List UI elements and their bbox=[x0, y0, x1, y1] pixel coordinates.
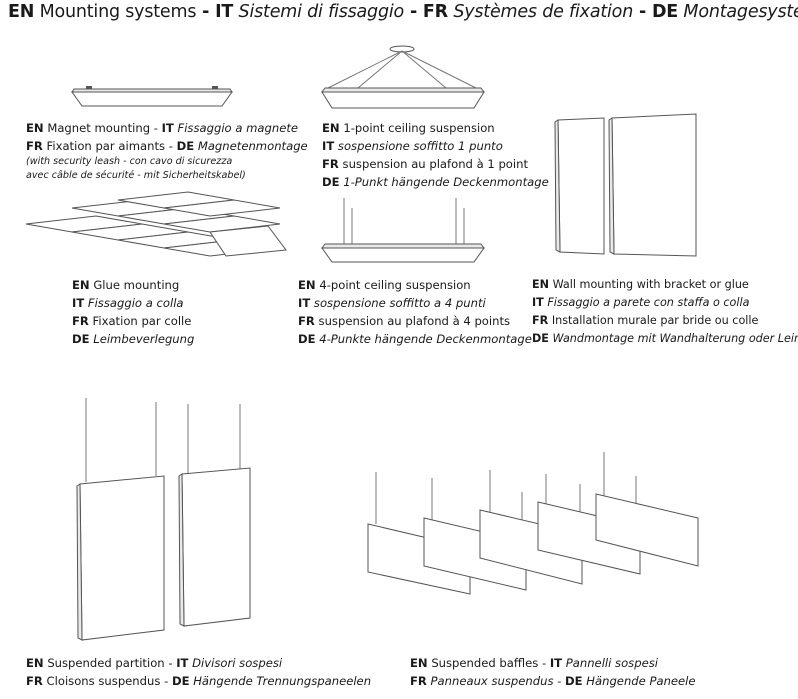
magnet-caption: EN Magnet mounting - IT Fissaggio a magn… bbox=[26, 119, 308, 183]
title-de-code: DE bbox=[651, 2, 679, 22]
magnet-de-text: Magnetenmontage bbox=[197, 139, 308, 153]
lang-code: EN bbox=[410, 656, 428, 670]
lang-code: FR bbox=[26, 674, 43, 688]
lang-code: IT bbox=[161, 121, 174, 135]
title-en-text: Mounting systems bbox=[39, 2, 197, 22]
partition-it-text: Divisori sospesi bbox=[192, 656, 283, 670]
title-separator: - bbox=[196, 2, 216, 22]
four-point-suspension-illustration bbox=[321, 198, 485, 263]
baffles-caption: EN Suspended baffles - IT Pannelli sospe… bbox=[410, 654, 696, 690]
wall-it-text: Fissaggio a parete con staffa o colla bbox=[547, 296, 750, 309]
partition-illustration bbox=[76, 398, 251, 641]
magnet-it-text: Fissaggio a magnete bbox=[177, 121, 299, 135]
wall-fr-text: Installation murale par bride ou colle bbox=[551, 314, 759, 327]
magnet-note-line-2: avec câble de sécurité - mit Sicherheits… bbox=[26, 170, 246, 181]
lang-code: IT bbox=[72, 296, 85, 310]
lang-code: FR bbox=[322, 157, 339, 171]
wall-caption: EN Wall mounting with bracket or glue IT… bbox=[532, 276, 798, 348]
lang-code: IT bbox=[322, 139, 335, 153]
magnet-panel-illustration bbox=[71, 86, 233, 107]
lang-code: EN bbox=[72, 278, 90, 292]
one-point-caption: EN 1-point ceiling suspension IT sospens… bbox=[322, 119, 549, 191]
one-point-fr-text: suspension au plafond à 1 point bbox=[342, 157, 529, 171]
one-point-it-text: sospensione soffitto 1 punto bbox=[337, 139, 503, 153]
lang-code: DE bbox=[322, 175, 340, 189]
glue-mounting-illustration bbox=[25, 191, 287, 257]
lang-code: DE bbox=[298, 332, 316, 346]
lang-code: IT bbox=[532, 296, 544, 309]
baffles-de-text: Hängende Paneele bbox=[586, 674, 696, 688]
title-de-text: Montagesysteme bbox=[683, 2, 798, 22]
magnet-en-text: Magnet mounting - bbox=[47, 121, 162, 135]
baffles-illustration bbox=[367, 452, 699, 595]
glue-fr-text: Fixation par colle bbox=[92, 314, 192, 328]
title-it-text: Sistemi di fissaggio bbox=[238, 2, 405, 22]
four-point-caption: EN 4-point ceiling suspension IT sospens… bbox=[298, 276, 532, 348]
one-point-de-text: 1-Punkt hängende Deckenmontage bbox=[343, 175, 549, 189]
title-fr-text: Systèmes de fixation bbox=[453, 2, 634, 22]
one-point-en-text: 1-point ceiling suspension bbox=[343, 121, 495, 135]
four-point-it-text: sospensione soffitto a 4 punti bbox=[313, 296, 486, 310]
wall-de-text: Wandmontage mit Wandhalterung oder Leim bbox=[552, 332, 798, 345]
lang-code: FR bbox=[298, 314, 315, 328]
lang-code: IT bbox=[298, 296, 311, 310]
title-separator: - bbox=[633, 2, 652, 22]
wall-mounting-illustration bbox=[554, 113, 697, 257]
lang-code: DE bbox=[565, 674, 583, 688]
glue-it-text: Fissaggio a colla bbox=[87, 296, 184, 310]
wall-en-text: Wall mounting with bracket or glue bbox=[552, 278, 749, 291]
four-point-fr-text: suspension au plafond à 4 points bbox=[318, 314, 511, 328]
four-point-en-text: 4-point ceiling suspension bbox=[319, 278, 471, 292]
one-point-suspension-illustration bbox=[321, 45, 485, 109]
page-title: EN Mounting systems - IT Sistemi di fiss… bbox=[8, 2, 798, 22]
magnet-fr-text: Fixation par aimants - bbox=[46, 139, 177, 153]
partition-fr-text: Cloisons suspendus - bbox=[46, 674, 172, 688]
lang-code: FR bbox=[72, 314, 89, 328]
four-point-de-text: 4-Punkte hängende Deckenmontage bbox=[319, 332, 532, 346]
lang-code: EN bbox=[26, 121, 44, 135]
partition-en-text: Suspended partition - bbox=[47, 656, 177, 670]
lang-code: IT bbox=[176, 656, 189, 670]
lang-code: FR bbox=[410, 674, 427, 688]
lang-code: DE bbox=[72, 332, 90, 346]
magnet-note-line-1: (with security leash - con cavo di sicur… bbox=[26, 156, 233, 167]
title-it-code: IT bbox=[215, 2, 234, 22]
glue-en-text: Glue mounting bbox=[93, 278, 180, 292]
lang-code: EN bbox=[26, 656, 44, 670]
lang-code: FR bbox=[532, 314, 549, 327]
title-separator: - bbox=[404, 2, 423, 22]
partition-de-text: Hängende Trennungspaneelen bbox=[193, 674, 372, 688]
partition-caption: EN Suspended partition - IT Divisori sos… bbox=[26, 654, 371, 690]
baffles-it-text: Pannelli sospesi bbox=[565, 656, 658, 670]
lang-code: EN bbox=[532, 278, 550, 291]
baffles-en-text: Suspended baffles - bbox=[431, 656, 550, 670]
lang-code: EN bbox=[322, 121, 340, 135]
title-en-code: EN bbox=[8, 2, 35, 22]
glue-caption: EN Glue mounting IT Fissaggio a colla FR… bbox=[72, 276, 194, 348]
title-fr-code: FR bbox=[422, 2, 448, 22]
lang-code: DE bbox=[171, 674, 190, 688]
lang-code: DE bbox=[176, 139, 195, 153]
lang-code: IT bbox=[549, 656, 563, 670]
lang-code: FR bbox=[26, 139, 43, 153]
glue-de-text: Leimbeverlegung bbox=[93, 332, 195, 346]
lang-code: DE bbox=[532, 332, 549, 345]
lang-code: EN bbox=[298, 278, 316, 292]
baffles-fr-text: Panneaux suspendus - bbox=[430, 674, 566, 688]
